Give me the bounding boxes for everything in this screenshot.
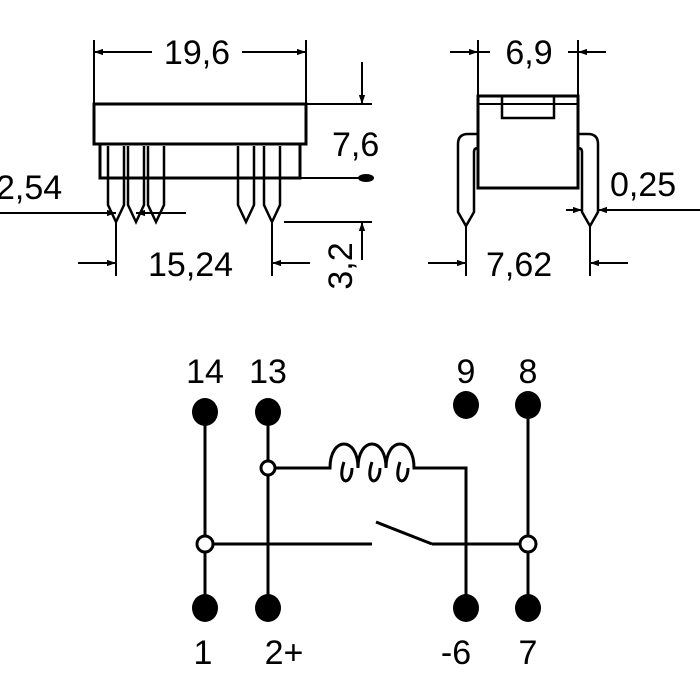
dim-length: 19,6 [94,30,306,72]
dim-pin-length: 3,2 [322,222,366,290]
terminals [192,391,541,622]
pin-label-9: 9 [457,353,476,391]
pin-label-1: 1 [194,634,213,672]
end-view [456,40,600,276]
relay-body-end [476,94,580,190]
dim-pin-span: 15,24 [78,246,310,284]
leg-left [456,132,479,229]
terminal-1 [192,594,218,622]
dim-pin-pitch-label: 2,54 [0,169,62,207]
wire-coil-right [426,466,468,608]
pin-label-13: 13 [249,353,287,391]
terminal-14 [192,398,218,426]
dim-height: 7,6 [332,62,379,182]
junction-common [195,534,215,554]
junction-coil [259,459,277,477]
terminal-7 [515,594,541,622]
dim-row-spacing-label: 7,62 [486,246,552,284]
dim-width-label: 6,9 [505,34,552,72]
relay-schematic [195,405,538,608]
dim-pin-span-label: 15,24 [148,246,233,284]
terminal-6 [453,594,479,622]
dim-length-label: 19,6 [164,34,230,72]
dim-row-spacing: 7,62 [428,246,628,284]
dim-pin-length-label: 3,2 [322,242,360,289]
pin-label-14: 14 [186,353,224,391]
relay-base-side [98,144,302,180]
terminal-13 [255,398,281,426]
dim-pin-thickness: 0,25 [566,166,700,214]
side-view [92,40,372,276]
relay-body-side [92,102,308,146]
pin-label-6: -6 [441,634,471,672]
dim-height-label: 7,6 [332,126,379,164]
terminal-9 [453,391,479,419]
terminal-8 [515,391,541,419]
leg-right [577,132,600,229]
dim-pin-pitch: 2,54 [0,169,186,217]
side-pins [106,146,282,225]
pin-labels: 14 13 9 8 1 2+ -6 7 [186,353,537,672]
dim-pin-thickness-label: 0,25 [610,166,676,204]
pin-label-7: 7 [519,634,538,672]
coil-winding-loops [340,461,410,483]
pin-label-2: 2+ [265,634,304,672]
coil-winding [320,442,426,470]
terminal-2 [255,594,281,622]
contact-blade [375,520,433,546]
pin-label-8: 8 [519,353,538,391]
dim-width: 6,9 [450,30,606,72]
junction-out [518,534,538,554]
